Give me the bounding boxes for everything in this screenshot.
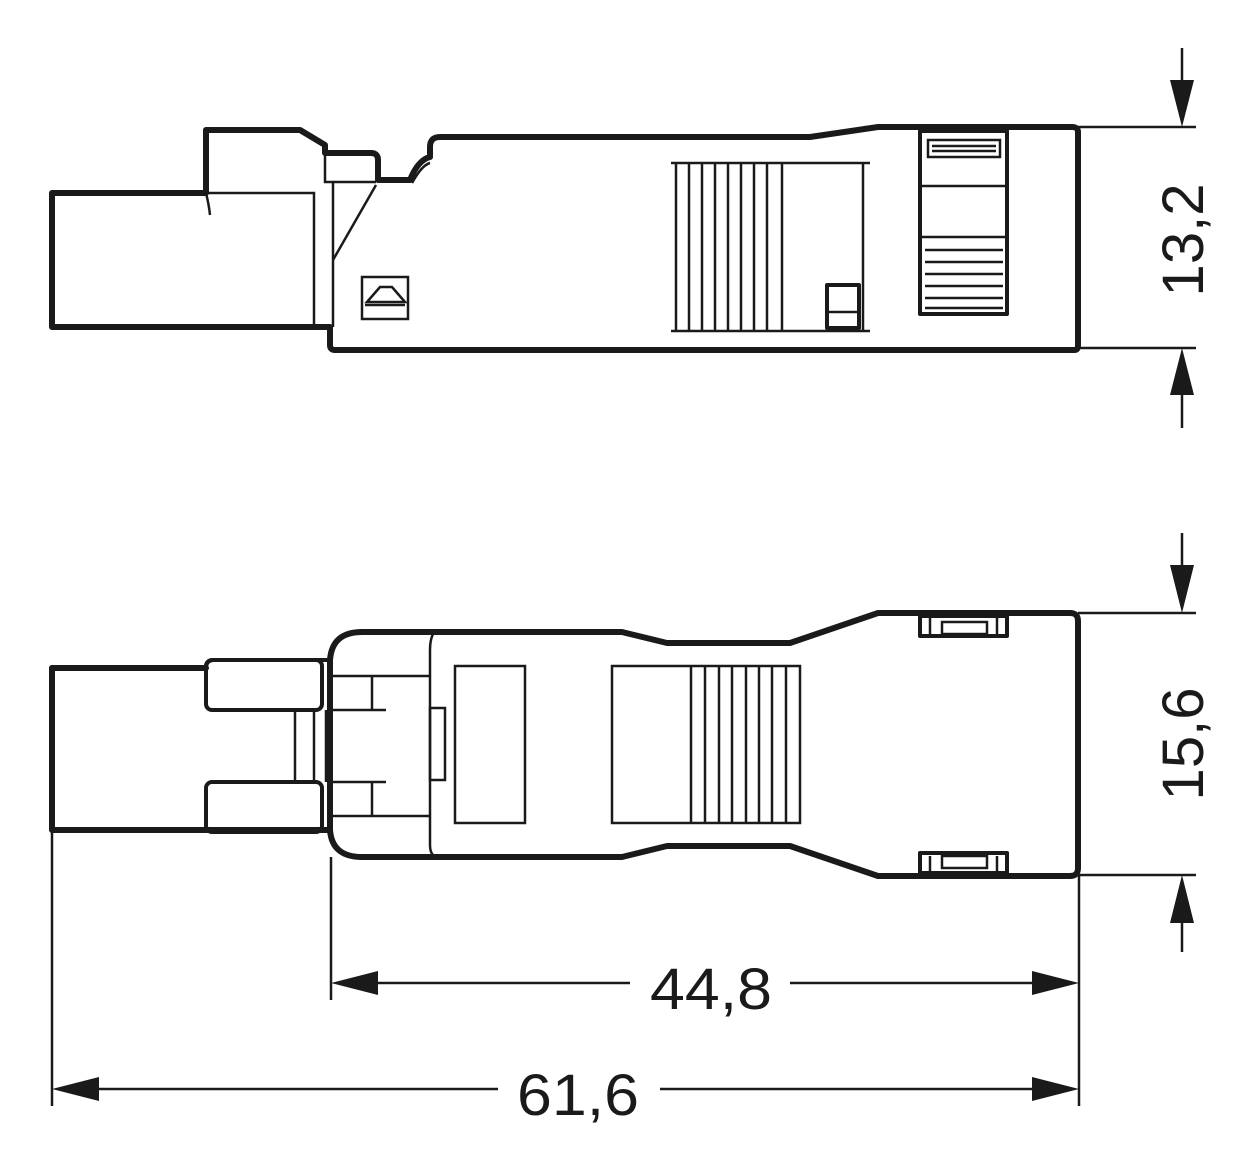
side-plug-block [49, 124, 1081, 353]
dimension-body-length: 44,8 [331, 957, 1079, 1022]
dimension-top-width: 15,6 [1078, 533, 1216, 952]
side-latch-window [918, 129, 1009, 316]
top-view [49, 610, 1081, 879]
release-marker-icon [360, 275, 410, 321]
top-latch-upper [918, 614, 1009, 638]
dim-label-61-6: 61,6 [517, 1063, 639, 1128]
dim-label-15-6: 15,6 [1151, 688, 1216, 801]
dimension-side-height: 13,2 [1078, 48, 1216, 428]
dim-label-44-8: 44,8 [650, 957, 772, 1022]
top-plug-block [49, 665, 333, 833]
side-view [49, 124, 1081, 353]
top-grip-ribs [610, 664, 802, 825]
dim-label-13-2: 13,2 [1151, 184, 1216, 297]
side-grip-ribs [671, 161, 870, 333]
top-latch-lower [918, 851, 1009, 875]
dimension-total-length: 61,6 [52, 1063, 1079, 1128]
